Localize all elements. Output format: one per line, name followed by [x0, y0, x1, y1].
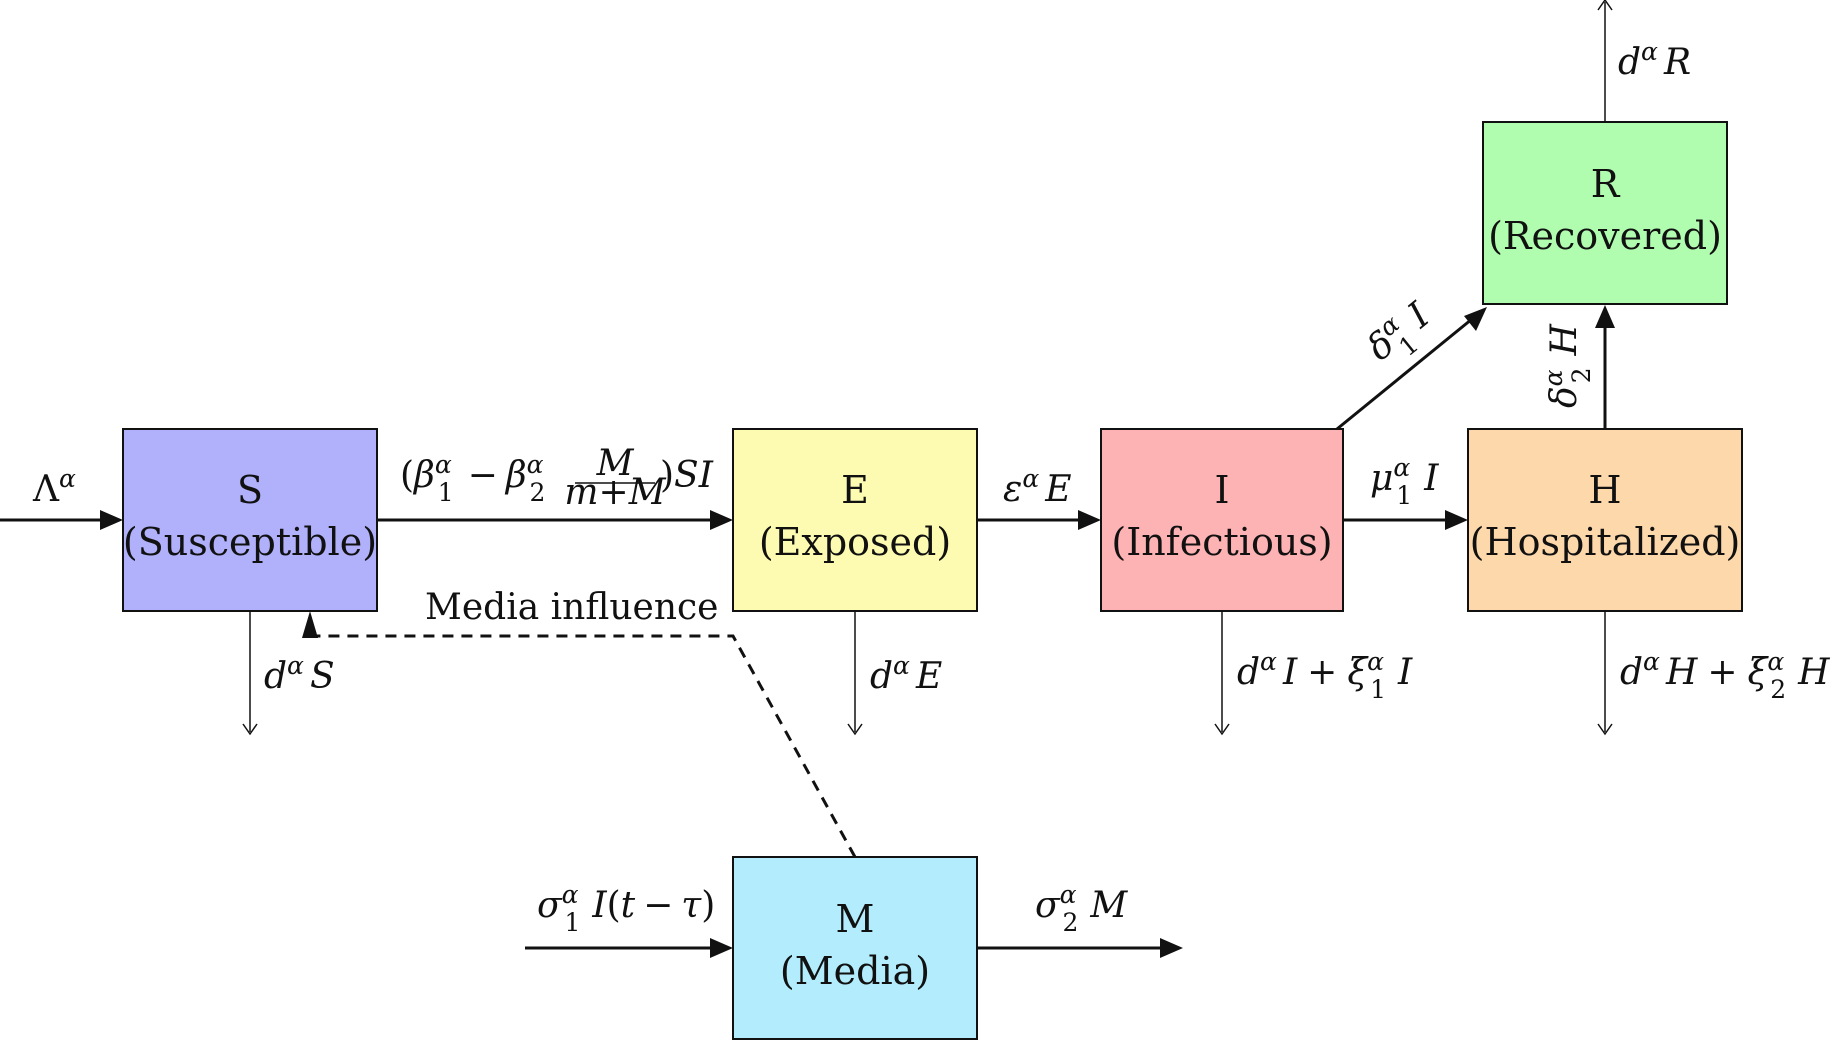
box-susceptible: S (Susceptible)	[122, 428, 378, 612]
box-recovered-rect	[1482, 121, 1728, 305]
arrow-inflow-s	[0, 510, 123, 530]
label-h-to-r: δα2H	[1539, 324, 1596, 408]
arrow-s-to-e	[377, 510, 733, 530]
box-infectious-rect	[1100, 428, 1344, 612]
arrow-i-out	[1214, 611, 1230, 736]
box-media-rect	[732, 856, 978, 1040]
box-exposed-name: E	[841, 468, 869, 512]
arrow-s-out	[242, 611, 258, 736]
arrow-r-out	[1597, 0, 1613, 122]
box-recovered: R (Recovered)	[1482, 121, 1728, 305]
box-hospitalized-name: H	[1588, 468, 1621, 512]
box-recovered-name: R	[1591, 162, 1621, 206]
box-infectious: I (Infectious)	[1100, 428, 1344, 612]
box-media-desc: (Media)	[780, 949, 930, 993]
svg-text:M: M	[596, 443, 635, 484]
box-exposed-rect	[732, 428, 978, 612]
arrow-h-out	[1597, 611, 1613, 736]
arrow-e-out	[847, 611, 863, 736]
box-exposed-desc: (Exposed)	[759, 520, 951, 564]
box-hospitalized-rect	[1467, 428, 1743, 612]
box-infectious-name: I	[1214, 468, 1229, 512]
box-susceptible-rect	[122, 428, 378, 612]
box-media-name: M	[836, 897, 875, 941]
box-infectious-desc: (Infectious)	[1111, 520, 1332, 564]
label-i-to-r: δα1I	[1357, 291, 1445, 378]
svg-text:m+M: m+M	[564, 472, 666, 513]
media-influence-link	[302, 611, 857, 858]
arrow-i-to-r	[1336, 307, 1487, 431]
arrow-h-to-r	[1595, 305, 1615, 429]
label-inflow-s: Λα	[32, 464, 76, 510]
svg-text:)SI: )SI	[660, 455, 714, 496]
arrow-m-in	[525, 938, 733, 958]
box-susceptible-desc: (Susceptible)	[123, 520, 377, 564]
box-hospitalized-desc: (Hospitalized)	[1470, 520, 1741, 564]
media-influence-label: Media influence	[425, 587, 718, 628]
box-hospitalized: H (Hospitalized)	[1467, 428, 1743, 612]
arrow-i-to-h	[1343, 510, 1468, 530]
box-exposed: E (Exposed)	[732, 428, 978, 612]
box-susceptible-name: S	[237, 468, 263, 512]
svg-text:(βα1−βα2: (βα1−βα2	[400, 450, 545, 507]
arrow-m-out	[977, 938, 1183, 958]
arrow-e-to-i	[977, 510, 1101, 530]
box-media: M (Media)	[732, 856, 978, 1040]
box-recovered-desc: (Recovered)	[1488, 214, 1722, 258]
